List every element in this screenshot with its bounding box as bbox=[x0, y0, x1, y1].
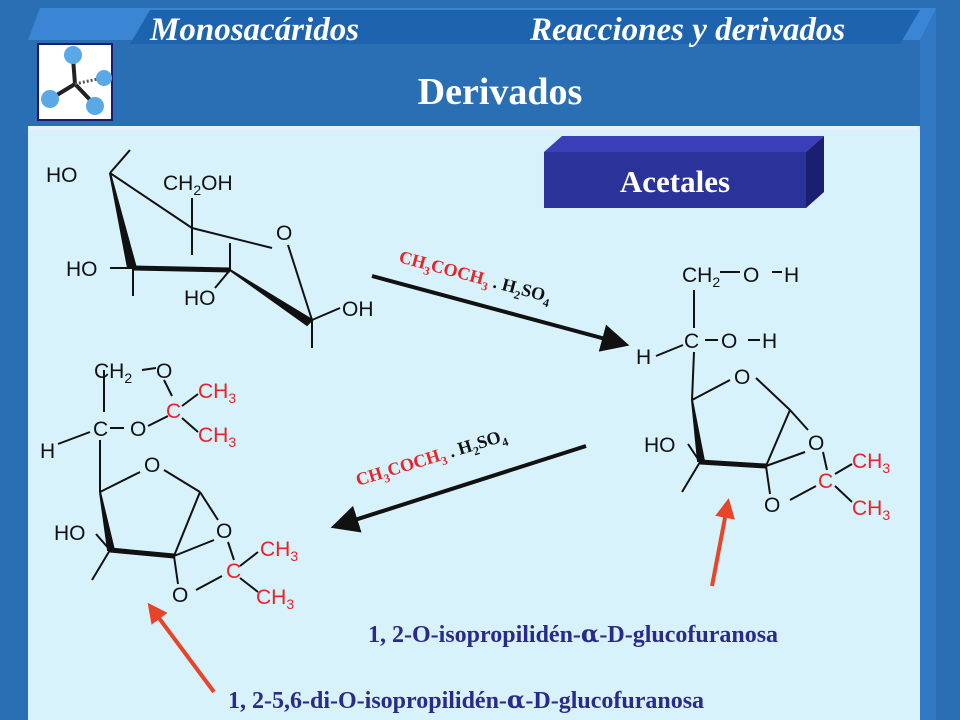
mol2-h-label-3: H bbox=[636, 346, 651, 369]
mol2-h-label-2: H bbox=[762, 330, 777, 353]
callout-arrow-di bbox=[147, 602, 216, 694]
mol3-c-label: C bbox=[93, 418, 108, 441]
header-left-title: Monosacáridos bbox=[149, 12, 359, 48]
mol3-c-red-label-1: C bbox=[166, 400, 181, 423]
mol2-ch2-label: CH2 bbox=[682, 264, 720, 290]
mol3-o-label-3: O bbox=[216, 520, 232, 543]
mol1-ch2oh-label: CH2OH bbox=[163, 172, 233, 198]
mol2-o-label-1: O bbox=[743, 264, 759, 287]
mol3-ch3-label-1: CH3 bbox=[198, 380, 236, 406]
di-isopropylidene-structure bbox=[57, 367, 259, 593]
reaction-arrow-2 bbox=[330, 444, 587, 533]
mol1-ring-o-label: O bbox=[276, 222, 292, 245]
mol3-c-red-label-2: C bbox=[226, 560, 241, 583]
section-badge-label: Acetales bbox=[620, 164, 730, 199]
mol2-o-label-2: O bbox=[721, 330, 737, 353]
mol2-o-label-4: O bbox=[764, 494, 780, 517]
glucopyranose-structure bbox=[109, 149, 341, 348]
mol3-o-label-4: O bbox=[172, 584, 188, 607]
content-panel bbox=[28, 126, 920, 720]
mol3-ch3-label-4: CH3 bbox=[256, 586, 294, 612]
mol2-c-red-label: C bbox=[818, 470, 833, 493]
mol3-ch2-label: CH2 bbox=[94, 360, 132, 386]
mol3-h-label: H bbox=[40, 440, 55, 463]
mol3-o-label-2: O bbox=[130, 418, 146, 441]
atom-logo-icon bbox=[37, 43, 113, 121]
header-right-title: Reacciones y derivados bbox=[529, 12, 845, 48]
mol2-h-label-1: H bbox=[784, 264, 799, 287]
mol1-ho-label: HO bbox=[46, 164, 78, 187]
mol3-ch3-label-3: CH3 bbox=[260, 538, 298, 564]
mol3-ring-o-label: O bbox=[144, 454, 160, 477]
mol2-ch3-label-1: CH3 bbox=[852, 450, 890, 476]
page-title: Derivados bbox=[418, 71, 583, 113]
mol1-ho-label-3: HO bbox=[184, 287, 216, 310]
mol3-o-label-1: O bbox=[156, 360, 172, 383]
mol2-c-label: C bbox=[684, 330, 699, 353]
product-name-mono: 1, 2-O-isopropilidén-α-D-glucofuranosa bbox=[368, 619, 778, 648]
mol3-ho-label: HO bbox=[54, 522, 86, 545]
product-name-di: 1, 2-5,6-di-O-isopropilidén-α-D-glucofur… bbox=[228, 685, 704, 714]
section-badge: Acetales bbox=[544, 136, 824, 208]
reaction-arrow-1 bbox=[371, 274, 630, 352]
mol1-oh-label: OH bbox=[342, 298, 374, 321]
callout-arrow-mono bbox=[710, 498, 735, 587]
mol1-ho-label-2: HO bbox=[66, 258, 98, 281]
mol2-ch3-label-2: CH3 bbox=[852, 497, 890, 523]
mol3-ch3-label-2: CH3 bbox=[198, 424, 236, 450]
mol2-o-label-3: O bbox=[808, 432, 824, 455]
mol2-ring-o-label: O bbox=[734, 366, 750, 389]
mono-isopropylidene-structure bbox=[655, 271, 853, 503]
mol2-ho-label: HO bbox=[644, 434, 676, 457]
